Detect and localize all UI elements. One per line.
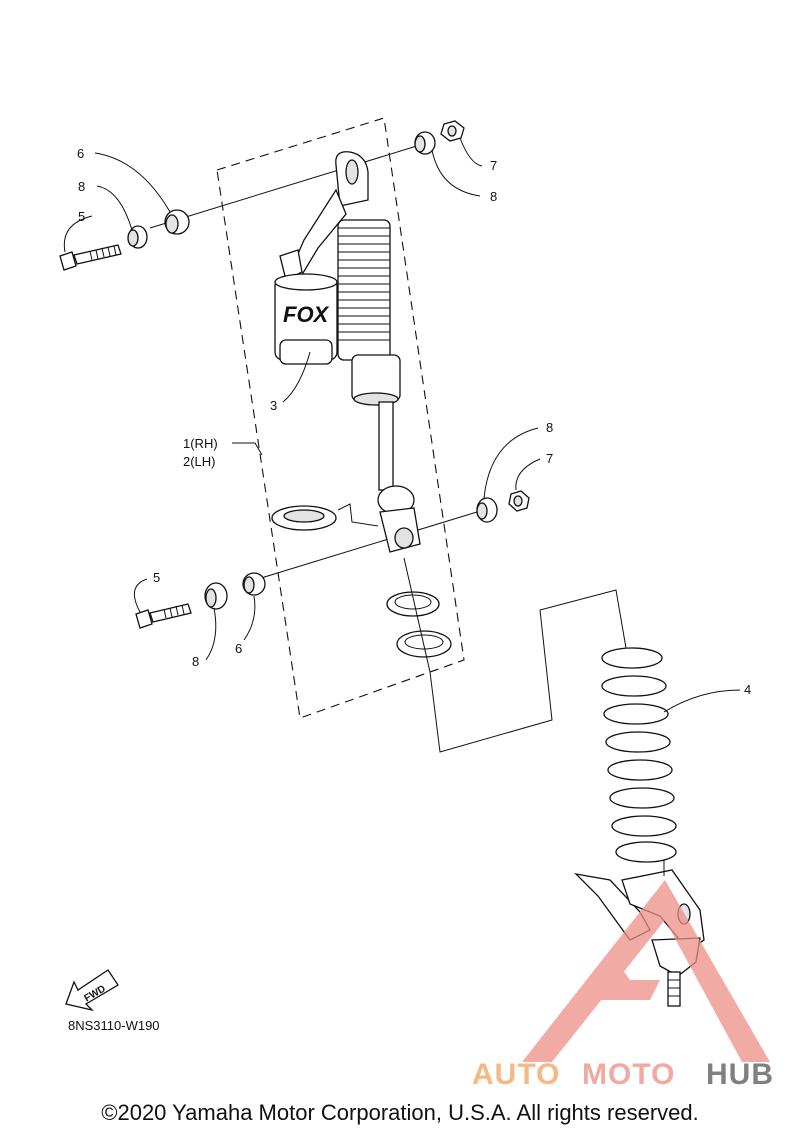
watermark-moto: MOTO bbox=[582, 1058, 675, 1091]
callout-3: 3 bbox=[270, 398, 277, 413]
copyright-notice: ©2020 Yamaha Motor Corporation, U.S.A. A… bbox=[101, 1100, 699, 1125]
callout-5-top: 5 bbox=[78, 209, 85, 224]
coil-spring bbox=[601, 647, 677, 863]
callout-2-lh: 2(LH) bbox=[183, 454, 216, 469]
shock-absorber: FOX bbox=[274, 151, 421, 553]
leader-3 bbox=[282, 351, 311, 403]
callout-5-bottom: 5 bbox=[153, 570, 160, 585]
collar-upper-left bbox=[127, 225, 148, 249]
lock-ring-upper bbox=[386, 591, 440, 617]
callout-6-bottom: 6 bbox=[235, 641, 242, 656]
leader-8-top-left bbox=[96, 185, 133, 231]
leader-8-mid-right bbox=[483, 427, 539, 499]
callout-7-mid: 7 bbox=[546, 451, 553, 466]
bump-stop-leader bbox=[337, 503, 379, 527]
bolt-upper bbox=[59, 244, 122, 271]
upper-axis-line bbox=[149, 144, 421, 229]
collar-upper-right bbox=[414, 131, 436, 155]
fwd-arrow-icon: FWD bbox=[65, 969, 119, 1012]
bolt-lower bbox=[135, 603, 192, 629]
bushing-lower-left bbox=[242, 572, 266, 596]
leader-5-top bbox=[63, 215, 93, 253]
nut-mid-right bbox=[508, 490, 530, 512]
callout-8-mid-right: 8 bbox=[546, 420, 553, 435]
spring-bracket-line bbox=[429, 589, 627, 753]
collar-lower-left bbox=[204, 582, 228, 610]
watermark-auto: AUTO bbox=[472, 1058, 560, 1091]
callout-1-rh: 1(RH) bbox=[183, 436, 218, 451]
lower-axis-line bbox=[247, 507, 491, 583]
diagram-code: 8NS3110-W190 bbox=[68, 1018, 160, 1033]
leader-6-top bbox=[94, 152, 171, 213]
callout-8-top-right: 8 bbox=[490, 189, 497, 204]
leader-5-bottom bbox=[133, 578, 148, 613]
shock-brand-logo: FOX bbox=[283, 302, 330, 327]
callout-8-top-left: 8 bbox=[78, 179, 85, 194]
assembly-boundary bbox=[216, 117, 465, 719]
ring-axis-line bbox=[403, 557, 431, 673]
leader-4 bbox=[663, 689, 741, 713]
callout-7-top: 7 bbox=[490, 158, 497, 173]
leader-6-bottom bbox=[243, 595, 256, 641]
callout-6-top: 6 bbox=[77, 146, 84, 161]
callout-8-bottom: 8 bbox=[192, 654, 199, 669]
leader-7-top bbox=[459, 137, 483, 167]
leader-7-mid bbox=[515, 458, 541, 491]
leader-8-bottom bbox=[205, 607, 217, 661]
bushing-upper-left bbox=[164, 209, 190, 235]
watermark-hub: HUB bbox=[706, 1058, 774, 1091]
leader-8-top-right bbox=[431, 149, 481, 197]
callout-4: 4 bbox=[744, 682, 751, 697]
nut-upper-right bbox=[440, 120, 465, 142]
bump-stop bbox=[271, 505, 337, 531]
watermark-logo-icon bbox=[522, 880, 770, 1062]
leader-1-2 bbox=[232, 442, 263, 456]
collar-mid-right bbox=[476, 497, 498, 523]
